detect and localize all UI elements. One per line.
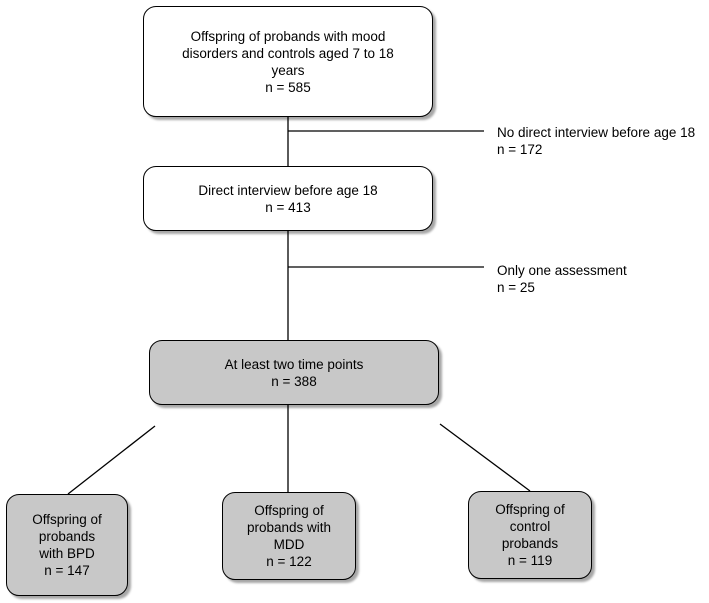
exclusion-text: Only one assessment xyxy=(497,263,627,278)
box-text-line: probands xyxy=(38,529,96,544)
box-text-line: with BPD xyxy=(39,546,95,561)
box-text-line: Offspring of xyxy=(32,512,102,527)
box-text-line: Offspring of probands with mood xyxy=(190,28,386,44)
box-text-line: MDD xyxy=(273,537,305,552)
box-count: n = 413 xyxy=(265,199,311,215)
box-text-line: Offspring of xyxy=(254,503,324,518)
box-text-line: Direct interview before age 18 xyxy=(198,182,378,198)
exclusion-text: No direct interview before age 18 xyxy=(497,125,696,140)
connector-two-points-to-bpd xyxy=(67,425,156,495)
box-two-time-points: At least two time points n = 388 xyxy=(149,340,439,405)
exclusion-count: n = 25 xyxy=(497,280,535,295)
box-offspring-control: Offspring of control probands n = 119 xyxy=(468,491,592,579)
exclusion-no-interview: No direct interview before age 18 n = 17… xyxy=(497,124,695,158)
box-direct-interview: Direct interview before age 18 n = 413 xyxy=(143,166,433,231)
box-text-line: At least two time points xyxy=(224,356,364,372)
box-count: n = 122 xyxy=(266,554,312,569)
box-offspring-mdd: Offspring of probands with MDD n = 122 xyxy=(222,492,356,580)
box-text-line: control xyxy=(509,519,551,534)
box-text-line: probands with xyxy=(246,520,332,535)
box-count: n = 388 xyxy=(271,373,317,389)
box-text-line: probands xyxy=(501,536,559,551)
connector-two-points-to-control xyxy=(439,423,531,492)
exclusion-count: n = 172 xyxy=(497,142,543,157)
box-text-line: Offspring of xyxy=(495,502,565,517)
box-offspring-bpd: Offspring of probands with BPD n = 147 xyxy=(6,494,128,596)
box-offspring-all: Offspring of probands with mood disorder… xyxy=(143,6,433,117)
box-count: n = 147 xyxy=(44,563,90,578)
box-text-line: disorders and controls aged 7 to 18 xyxy=(182,45,394,61)
box-text-line: years xyxy=(271,62,305,78)
box-count: n = 119 xyxy=(507,553,553,568)
box-count: n = 585 xyxy=(265,79,311,95)
exclusion-one-assessment: Only one assessment n = 25 xyxy=(497,262,627,296)
